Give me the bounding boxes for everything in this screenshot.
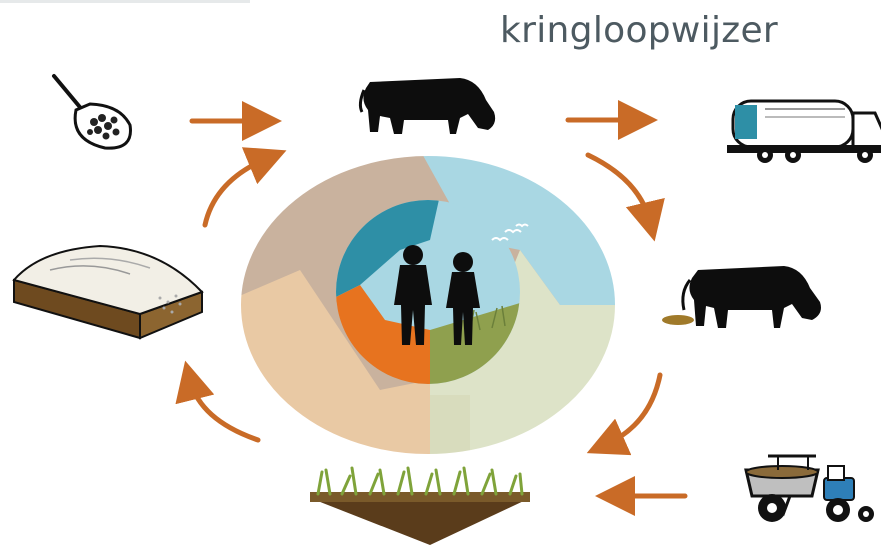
arrow-cow-to-manure [585,152,665,242]
manure-spreader-tractor-icon [744,454,874,522]
oval-light-segment [430,395,470,455]
arrow-grass-to-silage [175,360,261,443]
top-divider [0,0,250,3]
diagram-title: kringloopwijzer [500,10,779,51]
cow-icon [358,78,496,134]
grass-soil-icon [310,466,530,545]
arrow-silage-to-cow [202,147,287,228]
feed-scoop-icon [52,74,132,150]
cow-manure-icon [662,266,821,328]
farmers-icon [394,245,480,345]
silage-pile-icon [12,244,204,340]
arrow-manure-to-grass [586,372,663,456]
milk-truck-icon [727,99,881,163]
birds-icon [491,223,529,242]
cycle-arrows [175,100,688,516]
